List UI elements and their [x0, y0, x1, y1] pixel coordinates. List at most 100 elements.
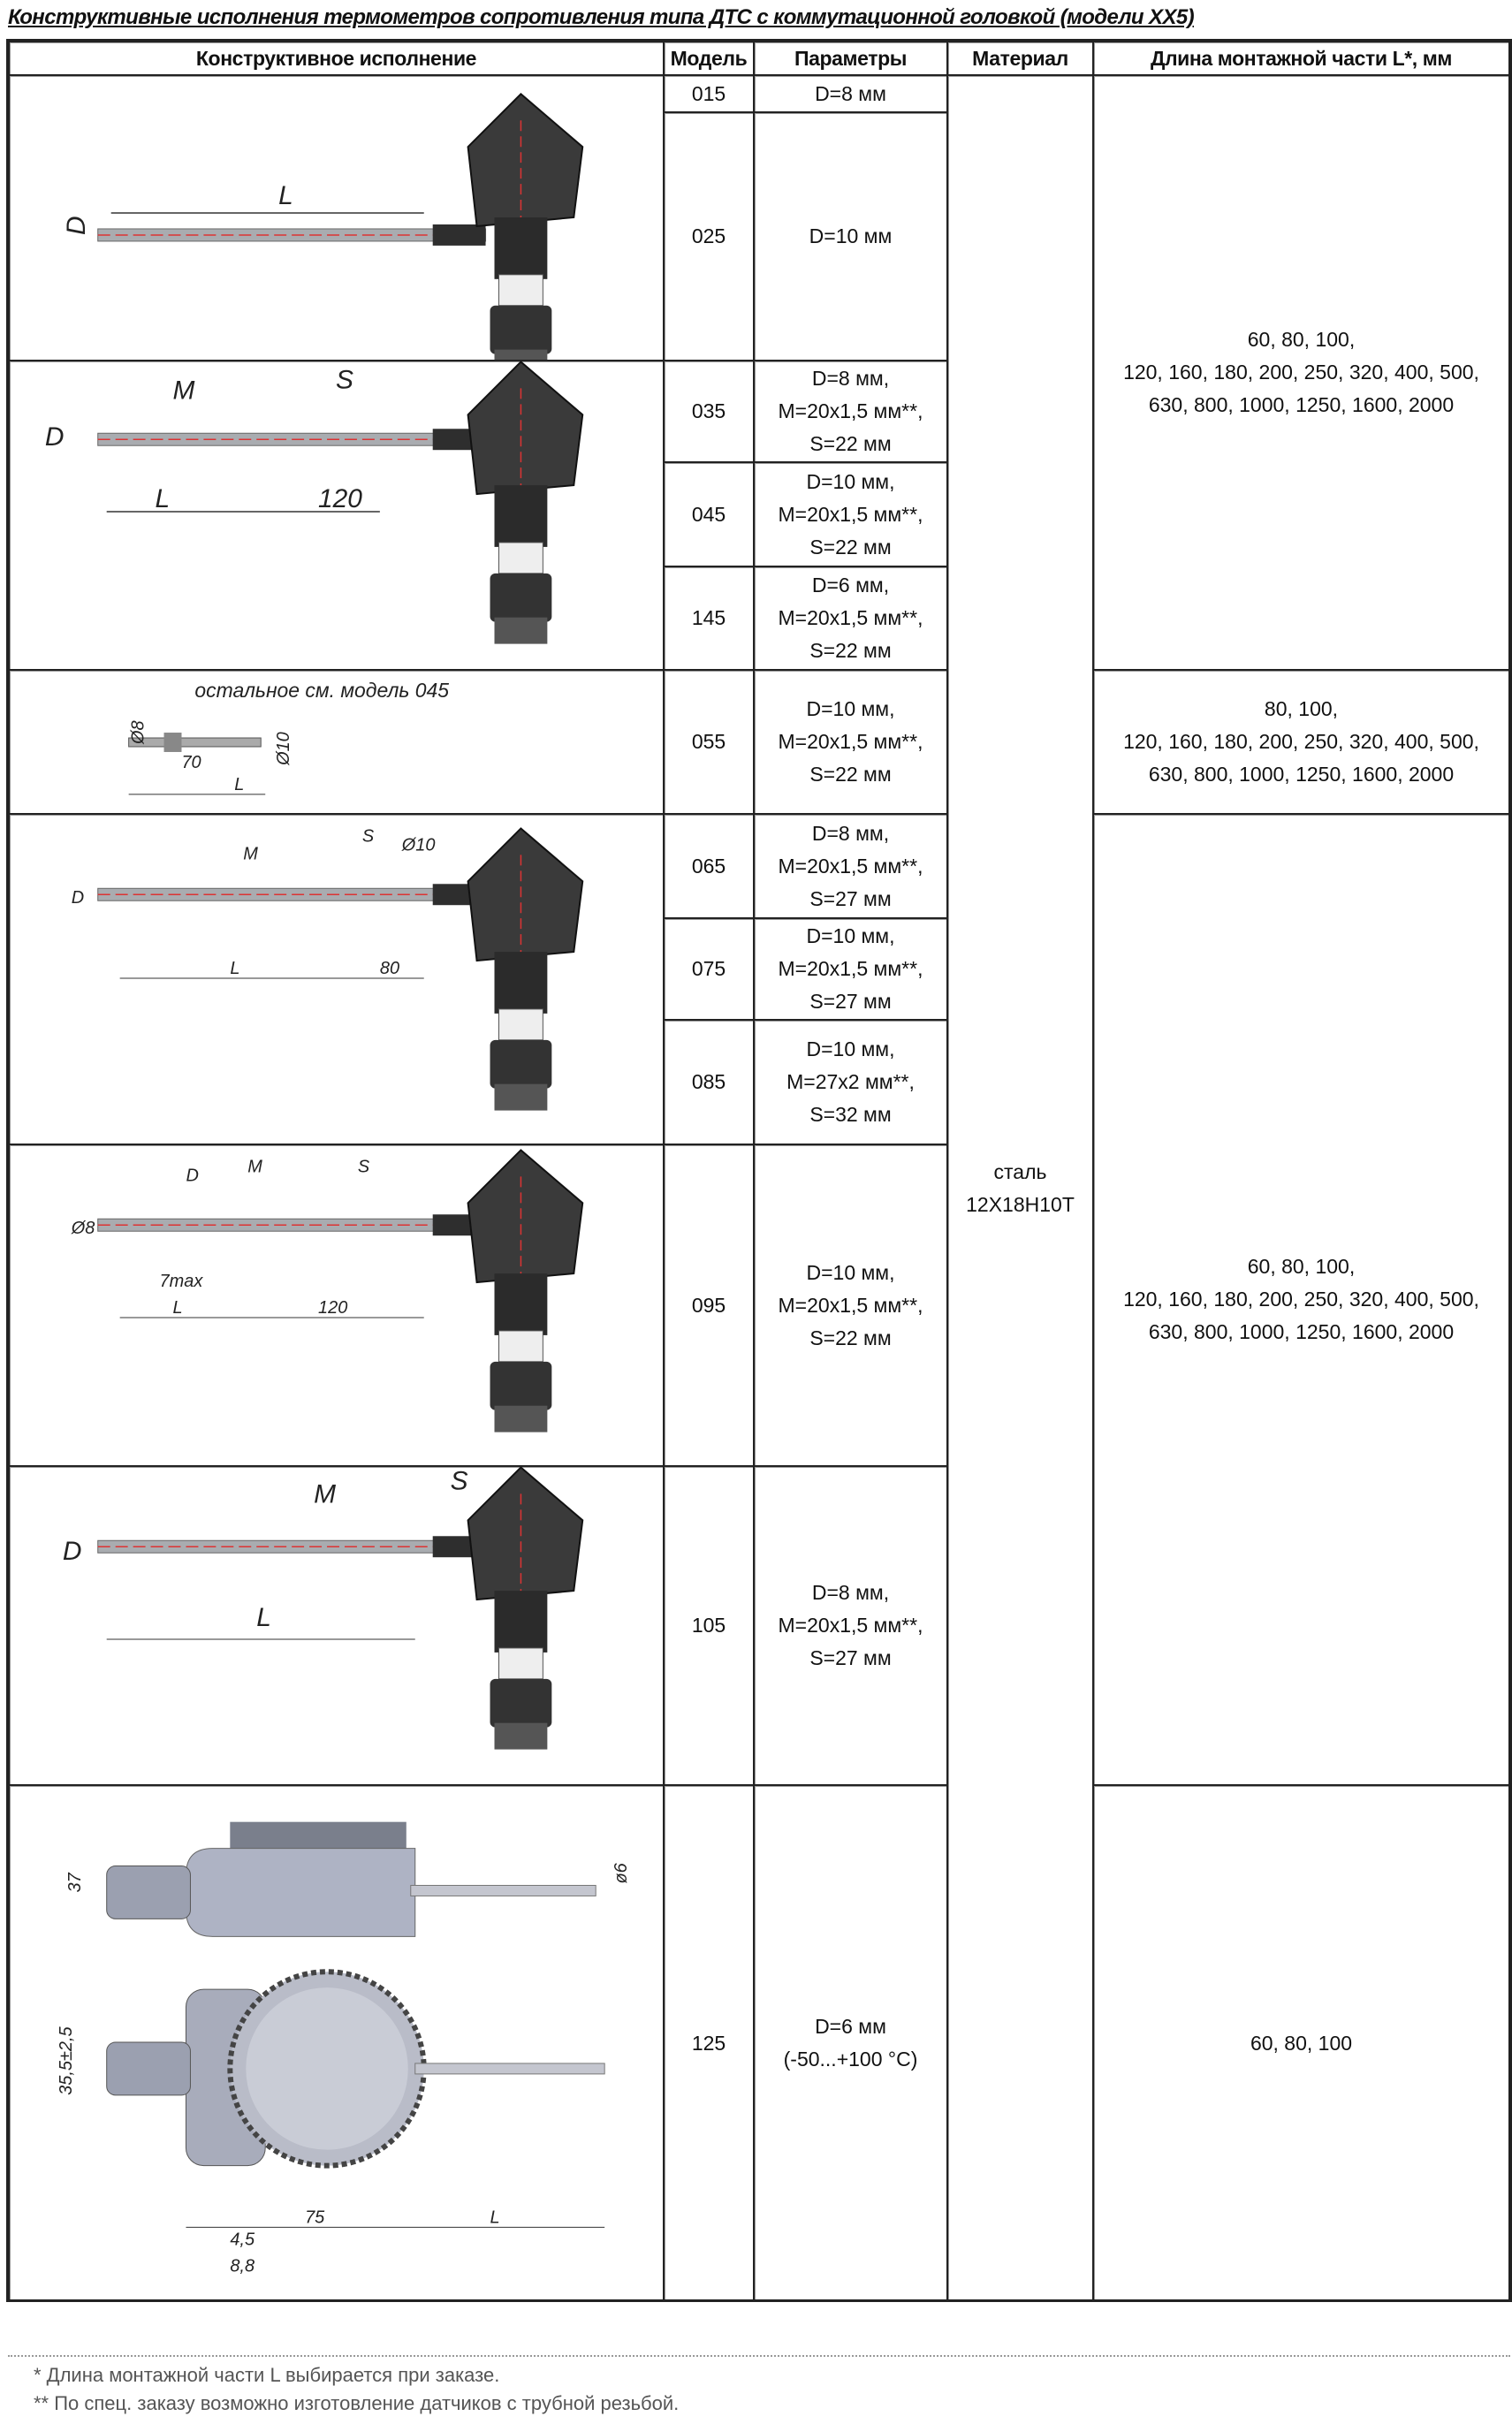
drawing-035-045-145: D M S L 120: [8, 360, 665, 671]
dim-label: L: [490, 2207, 500, 2227]
drawing-015-025: D L: [8, 74, 665, 361]
params-cell: D=10 мм, M=20x1,5 мм**, S=22 мм: [753, 1144, 948, 1467]
dim-label: 75: [305, 2207, 325, 2227]
cable-gland-nut: [490, 1039, 552, 1089]
neck-band: [498, 1647, 543, 1680]
top-view: [106, 1969, 605, 2169]
head-neck: [494, 217, 548, 279]
model-cell: 145: [663, 566, 755, 671]
model-cell: 125: [663, 1784, 755, 2302]
params-cell: D=8 мм: [753, 74, 948, 113]
params-cell: D=10 мм, M=20x1,5 мм**, S=27 мм: [753, 917, 948, 1021]
cable-gland: [494, 617, 548, 644]
dim-label: M: [247, 1157, 262, 1176]
model-cell: 095: [663, 1144, 755, 1467]
dim-label: 7max: [160, 1272, 204, 1291]
dim-label: 120: [318, 484, 362, 513]
params-cell: D=6 мм, M=20x1,5 мм**, S=22 мм: [753, 566, 948, 671]
head-neck: [494, 1273, 548, 1335]
params-cell: D=10 мм: [753, 111, 948, 361]
head-adapter: [432, 224, 486, 246]
dim-label: L: [256, 1603, 271, 1632]
header-design: Конструктивное исполнение: [8, 41, 665, 76]
params-cell: D=10 мм, M=20x1,5 мм**, S=22 мм: [753, 669, 948, 815]
dim-label: L: [278, 181, 293, 210]
head-neck: [494, 485, 548, 547]
side-view: [106, 1821, 596, 1937]
neck-band: [498, 1008, 543, 1041]
cable-gland: [494, 1405, 548, 1432]
neck-band: [498, 542, 543, 574]
dim-label: L: [156, 484, 171, 513]
connection-head: [467, 361, 584, 496]
dim-label: ø6: [612, 1862, 631, 1883]
neck-band: [498, 1330, 543, 1363]
dim-label: L: [230, 959, 239, 978]
dim-label: 80: [380, 959, 399, 978]
dim-label: D: [62, 216, 91, 235]
params-cell: D=10 мм, M=27x2 мм**, S=32 мм: [753, 1019, 948, 1145]
length-cell: 60, 80, 100: [1092, 1784, 1510, 2302]
footnote: * Длина монтажной части L выбирается при…: [34, 2364, 500, 2386]
dim-label: S: [362, 826, 375, 846]
dim-label: M: [243, 844, 258, 863]
dim-label: S: [336, 365, 353, 394]
model-cell: 085: [663, 1019, 755, 1145]
model-cell: 015: [663, 74, 755, 113]
dim-label: D: [63, 1537, 82, 1566]
material-cell: сталь 12Х18Н10Т: [946, 74, 1094, 2302]
params-cell: D=10 мм, M=20x1,5 мм**, S=22 мм: [753, 461, 948, 567]
model-cell: 035: [663, 360, 755, 463]
length-cell: 60, 80, 100, 120, 160, 180, 200, 250, 32…: [1092, 813, 1510, 1786]
drawing-095: Ø8 D M S 7max L 120: [8, 1144, 665, 1467]
length-cell: 60, 80, 100, 120, 160, 180, 200, 250, 32…: [1092, 74, 1510, 671]
dim-label: D: [72, 888, 84, 908]
dim-label: 120: [318, 1298, 347, 1318]
connection-head: [467, 1467, 584, 1601]
cable-gland: [494, 1083, 548, 1111]
dim-label: 8,8: [230, 2256, 255, 2276]
dim-label: D: [45, 422, 65, 452]
dim-label: 4,5: [230, 2230, 255, 2249]
params-cell: D=8 мм, M=20x1,5 мм**, S=22 мм: [753, 360, 948, 463]
page-title: Конструктивные исполнения термометров со…: [8, 5, 1195, 29]
cable-gland: [494, 1722, 548, 1750]
model-cell: 065: [663, 813, 755, 919]
neck-band: [498, 274, 543, 307]
cable-gland-nut: [490, 573, 552, 622]
drawing-055: остальное см. модель 045 Ø8 70 L Ø10: [8, 669, 665, 815]
dim-label: 37: [65, 1872, 85, 1892]
cable-gland: [494, 349, 548, 360]
drawing-105: D M S L: [8, 1465, 665, 1786]
dim-label: S: [358, 1157, 370, 1176]
dim-label: S: [451, 1467, 468, 1495]
drawing-note: остальное см. модель 045: [194, 679, 449, 702]
dim-label: 35,5±2,5: [57, 2025, 76, 2094]
drawing-125: 37 ø6 35,5±2,5 75 L 4,5 8,8: [8, 1784, 665, 2302]
dim-label: L: [173, 1298, 183, 1318]
header-model: Модель: [663, 41, 755, 76]
connection-head: [467, 93, 584, 228]
dim-label: Ø8: [71, 1219, 95, 1238]
length-cell: 80, 100, 120, 160, 180, 200, 250, 320, 4…: [1092, 669, 1510, 815]
model-cell: 075: [663, 917, 755, 1021]
dim-label: 70: [181, 753, 201, 772]
dim-label: L: [234, 775, 244, 794]
model-cell: 105: [663, 1465, 755, 1786]
dim-label: D: [186, 1166, 198, 1185]
dim-label: M: [314, 1479, 336, 1508]
cable-gland-nut: [490, 305, 552, 354]
params-cell: D=8 мм, M=20x1,5 мм**, S=27 мм: [753, 813, 948, 919]
model-cell: 025: [663, 111, 755, 361]
connection-head: [467, 1149, 584, 1284]
connection-head: [467, 827, 584, 962]
params-cell: D=8 мм, M=20x1,5 мм**, S=27 мм: [753, 1465, 948, 1786]
dim-label: Ø8: [129, 720, 148, 745]
model-cell: 045: [663, 461, 755, 567]
dim-label: Ø10: [274, 732, 293, 766]
footnote: ** По спец. заказу возможно изготовление…: [34, 2392, 680, 2414]
model-cell: 055: [663, 669, 755, 815]
params-cell: D=6 мм (-50...+100 °C): [753, 1784, 948, 2302]
dim-label: Ø10: [401, 835, 436, 855]
cable-gland-nut: [490, 1678, 552, 1728]
